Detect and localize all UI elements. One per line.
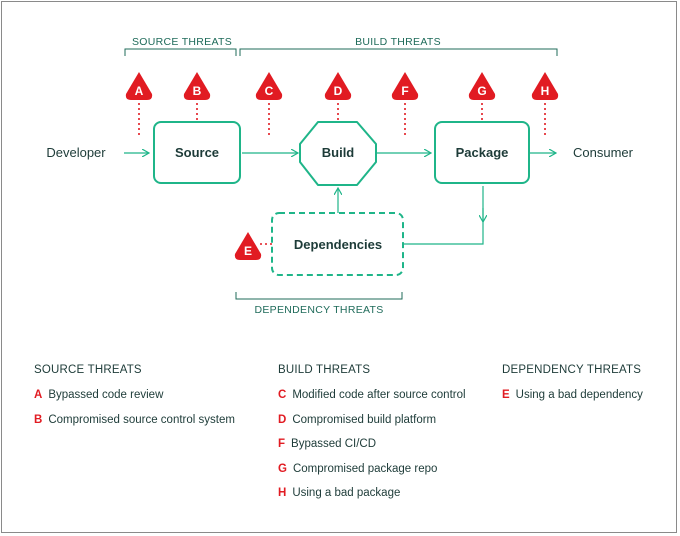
legend-item-b-letter: B <box>34 413 43 426</box>
dependencies-node <box>271 212 404 276</box>
legend-item-d: D Compromised build platform <box>278 413 466 438</box>
legend-item-g-text: Compromised package repo <box>292 462 438 475</box>
source-threats-bracket <box>124 48 237 56</box>
legend-item-a: A Bypassed code review <box>34 388 235 413</box>
source-threats-bracket-label: SOURCE THREATS <box>132 36 232 48</box>
build-threats-bracket <box>239 48 558 56</box>
threat-marker-a-letter: A <box>135 84 144 98</box>
threat-marker-c: C <box>255 72 283 100</box>
threat-marker-h-letter: H <box>541 84 550 98</box>
threat-marker-a: A <box>125 72 153 100</box>
legend-item-h-letter: H <box>278 487 287 499</box>
legend-dependency-heading: DEPENDENCY THREATS <box>502 364 642 376</box>
threat-marker-g: G <box>468 72 496 100</box>
legend-item-d-text: Compromised build platform <box>292 413 437 426</box>
legend-build-heading: BUILD THREATS <box>278 364 371 376</box>
build-node-label: Build <box>322 145 355 160</box>
consumer-label: Consumer <box>573 145 634 160</box>
threat-marker-b-letter: B <box>193 84 202 98</box>
legend-item-e-letter: E <box>502 389 510 401</box>
legend-build-threats: BUILD THREATS C Modified code after sourc… <box>278 364 466 511</box>
package-node-label: Package <box>456 145 509 160</box>
dependency-threats-bracket-label: DEPENDENCY THREATS <box>254 304 383 316</box>
flow-arrows <box>124 153 556 245</box>
legend-item-c-letter: C <box>278 389 287 401</box>
line-dependencies-package <box>404 208 484 245</box>
legend-item-f-text: Bypassed CI/CD <box>291 438 377 450</box>
legend-item-e-text: Using a bad dependency <box>515 389 643 401</box>
build-threats-bracket-label: BUILD THREATS <box>355 36 441 48</box>
package-node <box>434 121 530 184</box>
threat-marker-c-letter: C <box>265 84 274 98</box>
build-node <box>299 121 377 186</box>
threat-marker-b: B <box>183 72 211 100</box>
threat-marker-d-letter: D <box>334 84 343 98</box>
legend-source-heading: SOURCE THREATS <box>34 364 142 376</box>
threat-connectors <box>138 103 546 245</box>
legend-dependency-threats: DEPENDENCY THREATS E Using a bad dependen… <box>502 364 643 413</box>
legend-item-a-text: Bypassed code review <box>48 389 164 401</box>
legend-item-c: C Modified code after source control <box>278 388 466 413</box>
source-node-label: Source <box>175 145 219 160</box>
threat-marker-h: H <box>531 72 559 100</box>
threat-marker-f-letter: F <box>401 84 408 98</box>
threat-marker-e-letter: E <box>244 244 252 258</box>
legend-item-h: H Using a bad package <box>278 486 466 511</box>
legend-item-g-letter: G <box>278 462 287 475</box>
legend-item-e: E Using a bad dependency <box>502 388 643 413</box>
legend-item-f-letter: F <box>278 438 286 450</box>
source-node <box>153 121 241 184</box>
legend-item-b: B Compromised source control system <box>34 413 235 438</box>
legend-item-d-letter: D <box>278 413 287 426</box>
developer-label: Developer <box>46 145 106 160</box>
legend-item-c-text: Modified code after source control <box>292 389 466 401</box>
legend-item-g: G Compromised package repo <box>278 462 466 487</box>
legend-item-a-letter: A <box>34 389 43 401</box>
dependencies-node-label: Dependencies <box>294 237 382 252</box>
threat-marker-f: F <box>391 72 419 100</box>
threat-marker-d: D <box>324 72 352 100</box>
legend-item-f: F Bypassed CI/CD <box>278 437 466 462</box>
legend-source-threats: SOURCE THREATS A Bypassed code review B Co… <box>34 364 235 437</box>
legend-item-b-text: Compromised source control system <box>48 413 235 426</box>
threat-marker-e: E <box>234 232 262 260</box>
legend-item-h-text: Using a bad package <box>292 487 401 499</box>
dependency-threats-bracket <box>235 292 403 300</box>
threat-marker-g-letter: G <box>477 84 486 98</box>
